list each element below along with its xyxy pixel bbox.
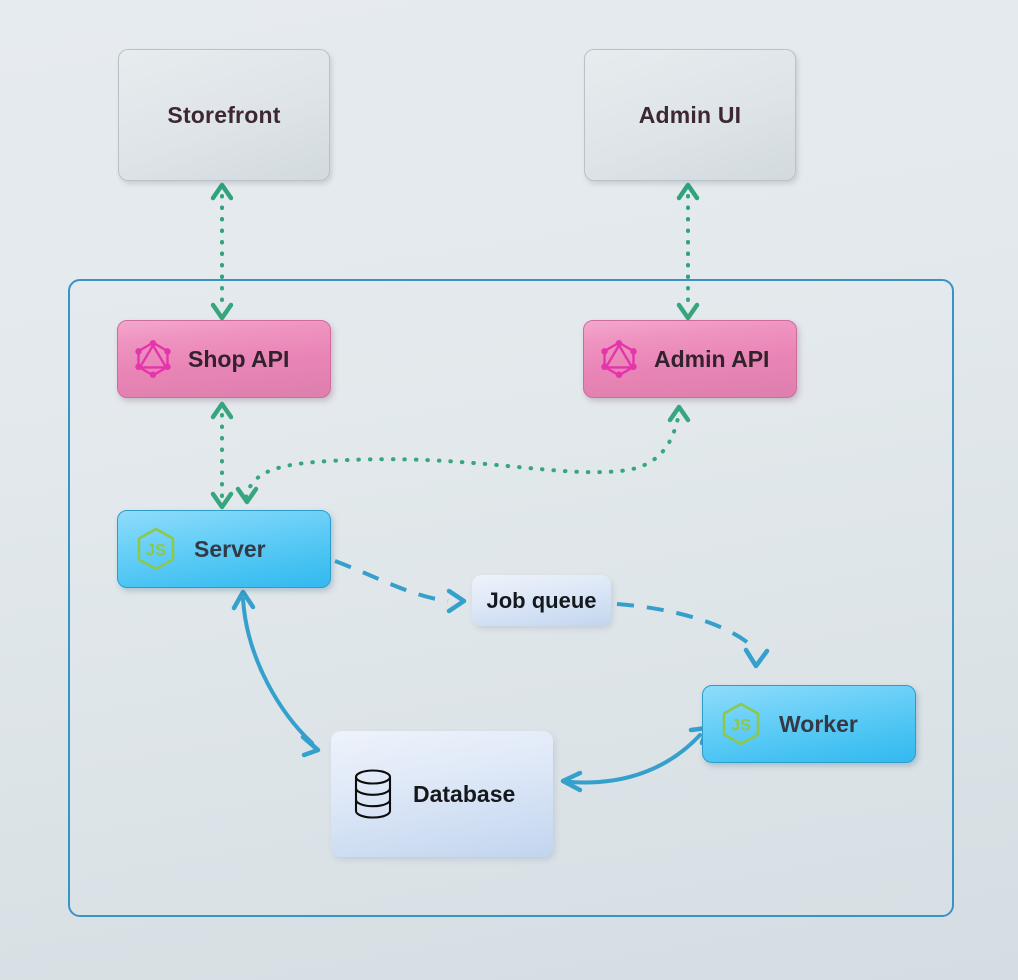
svg-text:JS: JS [146, 542, 166, 560]
nodejs-icon: JS [134, 526, 178, 572]
node-server-label: Server [194, 535, 266, 562]
node-worker-label: Worker [779, 710, 858, 737]
node-job-queue[interactable]: Job queue [472, 575, 611, 626]
node-storefront-label: Storefront [167, 101, 281, 128]
node-admin-ui-label: Admin UI [638, 101, 742, 128]
node-job-queue-label: Job queue [486, 587, 597, 613]
graphql-icon [132, 338, 174, 380]
node-worker[interactable]: JS Worker [702, 685, 916, 763]
node-shop-api[interactable]: Shop API [117, 320, 331, 398]
graphql-icon [598, 338, 640, 380]
node-shop-api-label: Shop API [188, 345, 290, 372]
svg-text:JS: JS [731, 717, 751, 735]
nodejs-icon: JS [719, 701, 763, 747]
node-admin-ui[interactable]: Admin UI [584, 49, 796, 181]
node-admin-api[interactable]: Admin API [583, 320, 797, 398]
database-icon [349, 766, 397, 822]
node-database[interactable]: Database [331, 731, 553, 857]
node-database-label: Database [413, 780, 516, 807]
node-storefront[interactable]: Storefront [118, 49, 330, 181]
node-admin-api-label: Admin API [654, 345, 770, 372]
node-server[interactable]: JS Server [117, 510, 331, 588]
